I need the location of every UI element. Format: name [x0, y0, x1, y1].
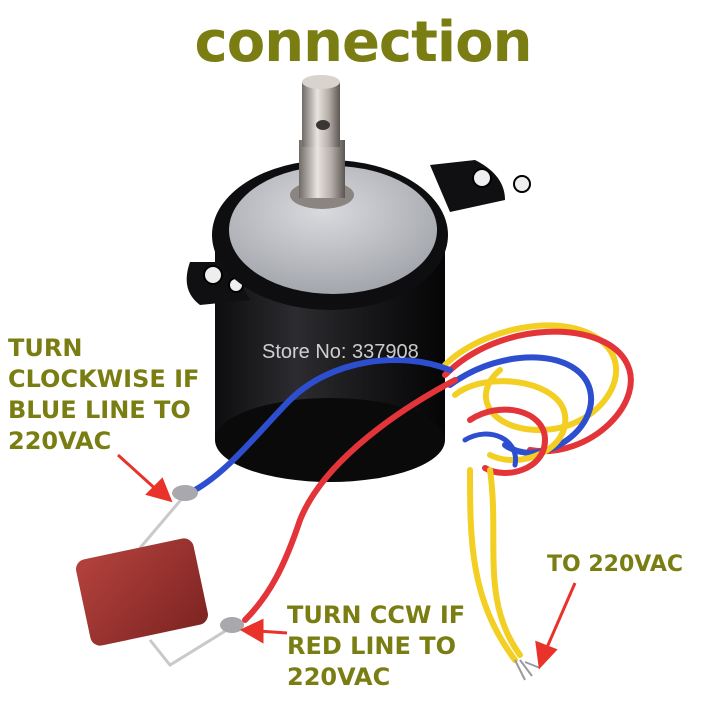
blue-wire-splice	[172, 485, 198, 501]
store-watermark: Store No: 337908	[262, 341, 419, 363]
arrow-icon	[116, 453, 577, 670]
mount-hole-right-2	[513, 175, 531, 193]
page-title: connection	[194, 10, 533, 75]
arrow-to-supply	[543, 582, 577, 653]
capacitor-lead-bottom	[148, 623, 236, 667]
yellow-lead-2	[467, 467, 518, 663]
ccw-annotation: TURN CCW IF RED LINE TO 220VAC	[287, 600, 465, 693]
annotation-line: CLOCKWISE IF	[8, 365, 200, 393]
annotation-line: TURN CCW IF	[287, 601, 466, 629]
mount-hole-right-1	[472, 168, 492, 188]
clockwise-annotation: TURN CLOCKWISE IF BLUE LINE TO 220VAC	[8, 333, 199, 457]
motor-photo	[186, 75, 531, 482]
mount-hole-left-1	[203, 265, 223, 285]
wire-bundle	[442, 322, 634, 663]
arrow-to-blue-splice	[116, 453, 162, 495]
annotation-line: BLUE LINE TO	[8, 396, 191, 424]
supply-wire-ends	[514, 659, 541, 681]
capacitor-body	[76, 538, 208, 646]
blue-wire	[192, 357, 453, 493]
yellow-lead-1	[487, 467, 523, 658]
red-wire	[242, 377, 458, 623]
annotation-line: 220VAC	[8, 427, 112, 455]
capacitor	[76, 485, 244, 667]
shaft	[302, 82, 340, 147]
annotation-line: 220VAC	[287, 663, 391, 691]
red-wire-splice	[220, 617, 244, 633]
annotation-line: RED LINE TO	[287, 632, 456, 660]
mounting-ear-right	[430, 160, 505, 212]
shaft-hole	[316, 120, 330, 130]
supply-annotation: TO 220VAC	[547, 552, 683, 577]
shaft-base	[299, 140, 345, 198]
capacitor-lead-top	[138, 494, 187, 549]
annotation-line: TURN	[8, 334, 83, 362]
shaft-tip	[302, 75, 340, 89]
gearbox-top-plate	[229, 166, 437, 294]
